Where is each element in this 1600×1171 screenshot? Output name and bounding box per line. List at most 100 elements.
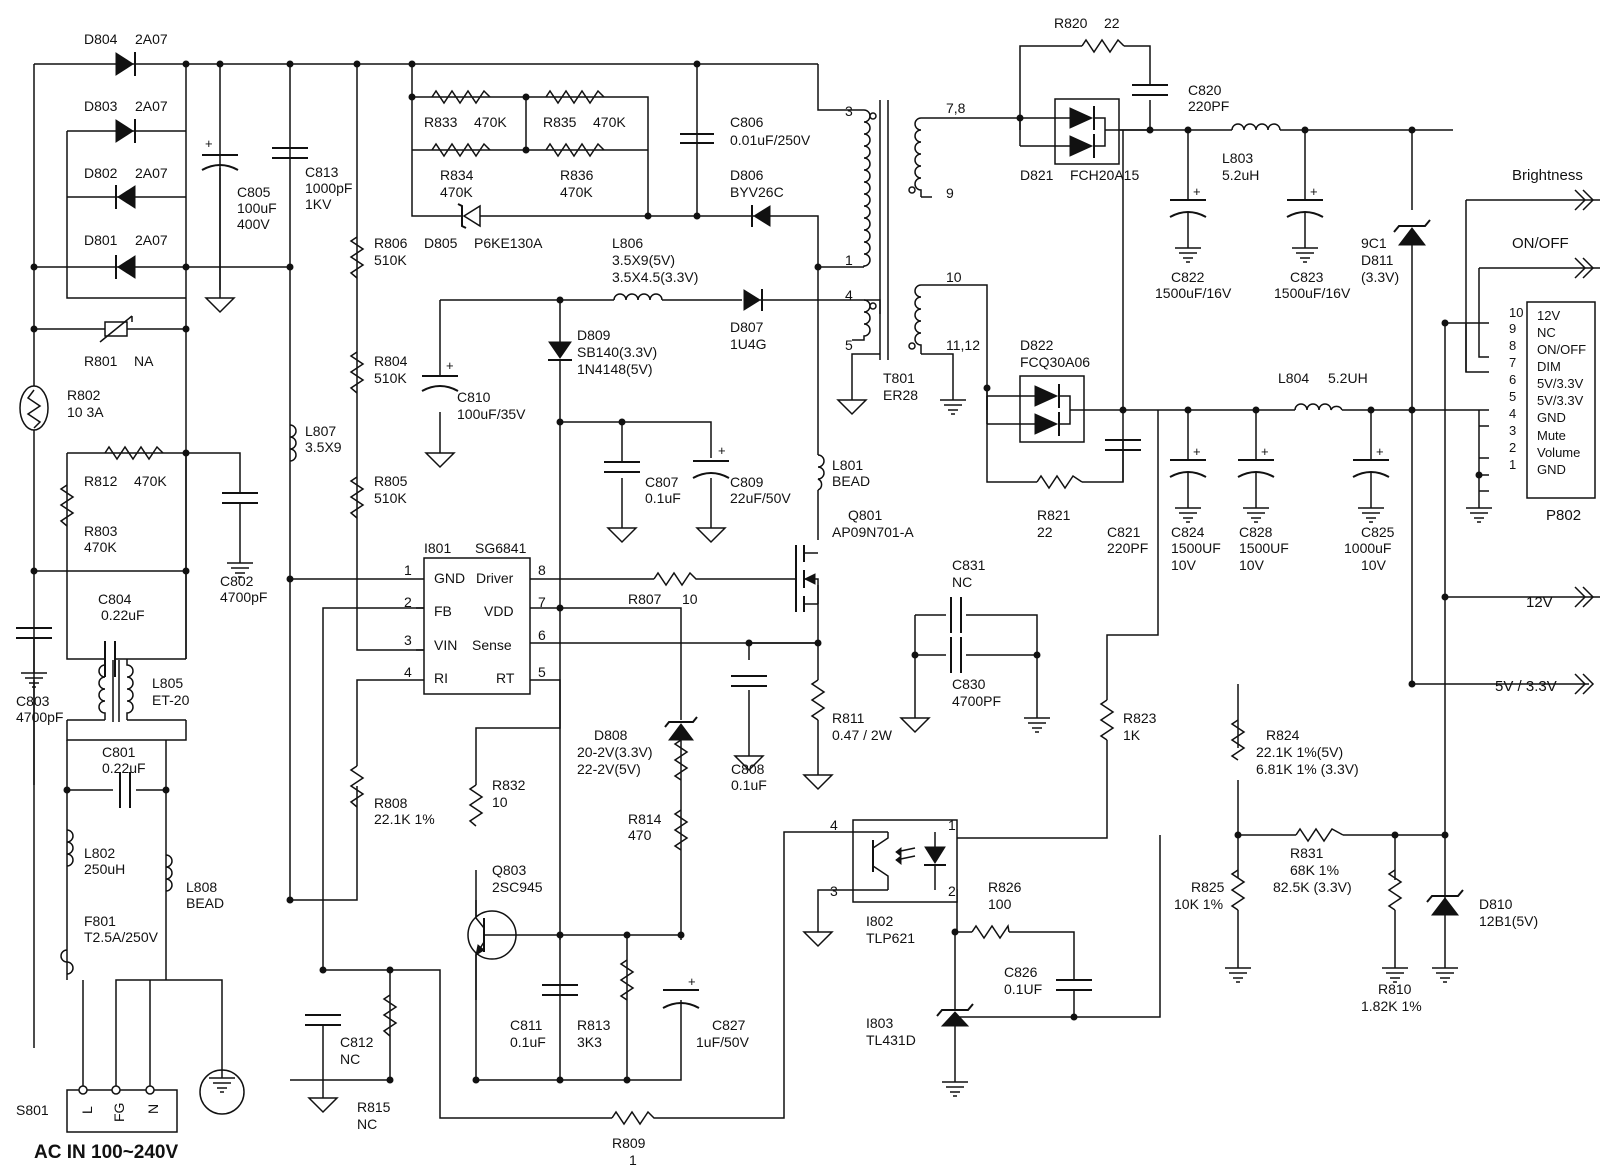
i801-value: SG6841 <box>475 540 527 556</box>
d802-value: 2A07 <box>135 165 168 181</box>
svg-text:+: + <box>1376 444 1384 459</box>
p802-pin8: 8 <box>1509 338 1516 353</box>
svg-text:+: + <box>1261 444 1269 459</box>
d803-ref: D803 <box>84 98 118 114</box>
r814-value: 470 <box>628 827 652 843</box>
p802-pin3: 3 <box>1509 423 1516 438</box>
q801-ref: Q801 <box>848 507 882 523</box>
r808-ref: R808 <box>374 795 408 811</box>
r832-ref: R832 <box>492 777 526 793</box>
p802-pin2: 2 <box>1509 440 1516 455</box>
c831-ref: C831 <box>952 557 986 573</box>
t801-pin5: 5 <box>845 337 853 353</box>
t801-pin78: 7,8 <box>946 100 966 116</box>
t801-pin9: 9 <box>946 185 954 201</box>
signal-brightness: Brightness <box>1512 167 1583 184</box>
c809-ref: C809 <box>730 474 764 490</box>
output-arrows <box>1574 189 1595 695</box>
r820-ref: R820 <box>1054 15 1088 31</box>
r826-ref: R826 <box>988 879 1022 895</box>
c810-ref: C810 <box>457 389 491 405</box>
r824-v1: 22.1K 1%(5V) <box>1256 744 1343 760</box>
r823-value: 1K <box>1123 727 1141 743</box>
d810-value: 12B1(5V) <box>1479 913 1538 929</box>
i803-value: TL431D <box>866 1032 916 1048</box>
r808-value: 22.1K 1% <box>374 811 435 827</box>
d808-ref: D808 <box>594 727 628 743</box>
c827-ref: C827 <box>712 1017 746 1033</box>
l808-value: BEAD <box>186 895 224 911</box>
c808-ref: C808 <box>731 761 765 777</box>
i801-pin2: 2 <box>404 594 412 610</box>
ac-input-label: AC IN 100~240V <box>34 1142 178 1163</box>
c803-ref: C803 <box>16 693 50 709</box>
r806-ref: R806 <box>374 235 408 251</box>
i801-pin3-name: VIN <box>434 637 457 653</box>
p802-pin7: 7 <box>1509 355 1516 370</box>
c802-ref: C802 <box>220 573 254 589</box>
d808-v2: 22-2V(5V) <box>577 761 641 777</box>
r821-ref: R821 <box>1037 507 1071 523</box>
c803-value: 4700pF <box>16 709 63 725</box>
r805-value: 510K <box>374 490 407 506</box>
r831-ref: R831 <box>1290 845 1324 861</box>
p802-pin6: 6 <box>1509 372 1516 387</box>
c811-ref: C811 <box>510 1017 543 1033</box>
c813-v2: 1KV <box>305 196 332 212</box>
l804-ref: L804 <box>1278 370 1309 386</box>
c826-value: 0.1UF <box>1004 981 1042 997</box>
i801-ref: I801 <box>424 540 451 556</box>
f801-ref: F801 <box>84 913 116 929</box>
l801-ref: L801 <box>832 457 863 473</box>
c820-value: 220PF <box>1188 98 1229 114</box>
d805-value: P6KE130A <box>474 235 543 251</box>
c801-value: 0.22uF <box>102 760 146 776</box>
i801-pin3: 3 <box>404 632 412 648</box>
d810-ref: D810 <box>1479 896 1513 912</box>
i801-pin4-name: RI <box>434 670 448 686</box>
r831-v2: 82.5K (3.3V) <box>1273 879 1352 895</box>
r803-ref: R803 <box>84 523 118 539</box>
diode-d804 <box>115 52 136 76</box>
t801-pin3: 3 <box>845 103 853 119</box>
svg-text:+: + <box>1310 184 1318 199</box>
d822-value: FCQ30A06 <box>1020 354 1090 370</box>
c821-value: 220PF <box>1107 540 1148 556</box>
r804-ref: R804 <box>374 353 408 369</box>
c801-ref: C801 <box>102 744 136 760</box>
r820-value: 22 <box>1104 15 1120 31</box>
i801-pin8-name: Driver <box>476 570 514 586</box>
c805-v2: 400V <box>237 216 270 232</box>
r809-ref: R809 <box>612 1135 646 1151</box>
d808-v1: 20-2V(3.3V) <box>577 744 652 760</box>
p802-pin4-name: GND <box>1537 410 1566 425</box>
p802-pin8-name: ON/OFF <box>1537 342 1586 357</box>
r813-ref: R813 <box>577 1017 611 1033</box>
optocoupler-i802 <box>852 819 958 903</box>
d801-ref: D801 <box>84 232 118 248</box>
q801-value: AP09N701-A <box>832 524 914 540</box>
r812-value: 470K <box>134 473 167 489</box>
resistors <box>19 38 1403 1126</box>
c812-value: NC <box>340 1051 360 1067</box>
diode-d801 <box>115 255 136 279</box>
connector-p802 <box>1526 301 1596 499</box>
i801-pin5-name: RT <box>496 670 515 686</box>
r813-value: 3K3 <box>577 1034 602 1050</box>
c807-value: 0.1uF <box>645 490 681 506</box>
s801-pin-n: N <box>145 1104 161 1114</box>
c824-ref: C824 <box>1171 524 1205 540</box>
r826-value: 100 <box>988 896 1012 912</box>
t801-pin1: 1 <box>845 252 853 268</box>
i803-ref: I803 <box>866 1015 893 1031</box>
svg-text:+: + <box>718 443 726 458</box>
r831-v1: 68K 1% <box>1290 862 1339 878</box>
l808-ref: L808 <box>186 879 217 895</box>
c824-v1: 1500UF <box>1171 540 1221 556</box>
svg-text:+: + <box>205 136 213 151</box>
r833-ref: R833 <box>424 114 458 130</box>
inductors <box>60 123 1343 975</box>
c828-v2: 10V <box>1239 557 1265 573</box>
l807-ref: L807 <box>305 423 336 439</box>
